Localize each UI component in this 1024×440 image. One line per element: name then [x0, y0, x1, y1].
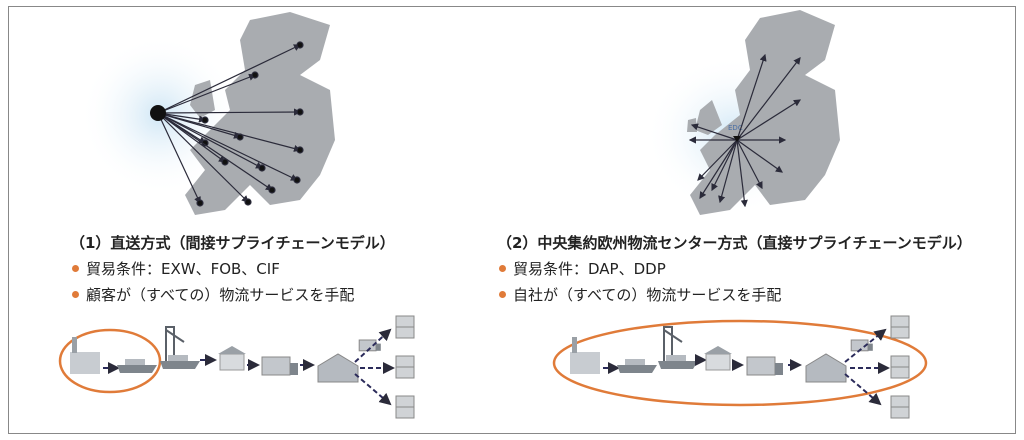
bullet-icon — [72, 291, 79, 298]
right-caption: （2）中央集約欧州物流センター方式（直接サプライチェーンモデル） 貿易条件：DA… — [497, 232, 972, 305]
truck-cab-icon — [775, 363, 783, 375]
shipment-arrow — [157, 108, 302, 116]
bullet-icon — [499, 291, 506, 298]
container-icon — [625, 359, 645, 365]
ship-icon — [617, 365, 657, 373]
chimney-icon — [572, 337, 577, 353]
container-icon — [666, 355, 686, 361]
destination-point — [268, 186, 276, 194]
distribution-arrow — [711, 139, 738, 192]
ship-icon — [160, 361, 200, 369]
customs-office-icon — [219, 353, 245, 371]
distribution-arrow — [736, 139, 783, 173]
bullet-icon — [499, 265, 506, 272]
destination-point — [296, 146, 304, 154]
roof-icon — [218, 346, 246, 354]
supply-chain-flows — [70, 315, 910, 419]
container-icon — [168, 355, 188, 361]
destination-point — [221, 158, 229, 166]
container-icon — [125, 359, 145, 365]
shipment-arrow — [157, 112, 201, 205]
left-item: 貿易条件：EXW、FOB、CIF — [70, 258, 395, 279]
direct-shipment-arrows — [157, 41, 304, 207]
distribution-arrow — [699, 139, 738, 200]
chimney-icon — [72, 337, 77, 353]
flow-arrow — [844, 373, 882, 406]
right-item: 貿易条件：DAP、DDP — [497, 258, 972, 279]
right-title: （2）中央集約欧州物流センター方式（直接サプライチェーンモデル） — [497, 234, 972, 252]
factory-icon — [70, 352, 100, 374]
destination-point — [244, 198, 252, 206]
shipment-arrow — [157, 112, 302, 152]
left-caption: （1）直送方式（間接サプライチェーンモデル） 貿易条件：EXW、FOB、CIF … — [70, 232, 395, 305]
edc-hub-marker — [733, 136, 741, 142]
flow-arrow — [844, 328, 887, 363]
distribution-arrow — [736, 139, 763, 190]
destination-point — [296, 108, 304, 116]
warehouse-icon — [805, 353, 847, 383]
right-item-text: 貿易条件：DAP、DDP — [513, 260, 666, 278]
factory-icon — [570, 352, 600, 374]
ship-icon — [117, 365, 157, 373]
destination-point — [296, 41, 304, 49]
truck-cab-icon — [290, 363, 298, 375]
customs-office-icon — [705, 353, 731, 371]
left-item-text: 貿易条件：EXW、FOB、CIF — [86, 260, 280, 278]
right-item-text: 自社が（すべての）物流サービスを手配 — [513, 286, 782, 304]
distribution-arrow — [690, 123, 738, 141]
truck-cab-icon — [376, 343, 381, 351]
shipment-arrow — [157, 112, 299, 181]
truck-icon — [746, 356, 776, 376]
warehouse-icon — [317, 353, 359, 383]
truck-cab-icon — [868, 343, 873, 351]
right-item: 自社が（すべての）物流サービスを手配 — [497, 284, 972, 305]
origin-point — [150, 105, 166, 121]
bullet-icon — [72, 265, 79, 272]
edc-distribution-arrows — [688, 53, 802, 208]
distribution-arrow — [718, 139, 738, 204]
port-crane-icon — [165, 326, 185, 367]
edc-label: EDC — [728, 124, 743, 132]
shipment-arrow — [157, 112, 273, 191]
destination-point — [258, 164, 266, 172]
port-crane-icon — [663, 326, 683, 367]
distribution-arrow — [697, 139, 738, 181]
shipment-arrow — [157, 112, 249, 203]
distribution-arrow — [736, 53, 767, 141]
distribution-arrow — [736, 57, 801, 141]
destination-point — [293, 176, 301, 184]
left-item: 顧客が（すべての）物流サービスを手配 — [70, 284, 395, 305]
ship-icon — [658, 361, 698, 369]
left-title: （1）直送方式（間接サプライチェーンモデル） — [70, 234, 395, 252]
destination-point — [201, 116, 209, 124]
left-item-text: 顧客が（すべての）物流サービスを手配 — [86, 286, 355, 304]
distribution-arrow — [736, 99, 802, 141]
shipment-arrow — [157, 112, 264, 169]
company-scope-ellipse — [552, 319, 928, 407]
europe-map-right: EDC — [645, 10, 840, 215]
figure-frame — [8, 6, 1016, 434]
destination-point — [251, 71, 259, 79]
shipment-arrow — [157, 44, 302, 114]
distribution-arrow — [736, 139, 748, 208]
flow-arrow — [354, 373, 392, 406]
destination-point — [196, 199, 204, 207]
truck-icon — [261, 356, 291, 376]
shipment-arrow — [157, 73, 257, 114]
roof-icon — [704, 346, 732, 354]
